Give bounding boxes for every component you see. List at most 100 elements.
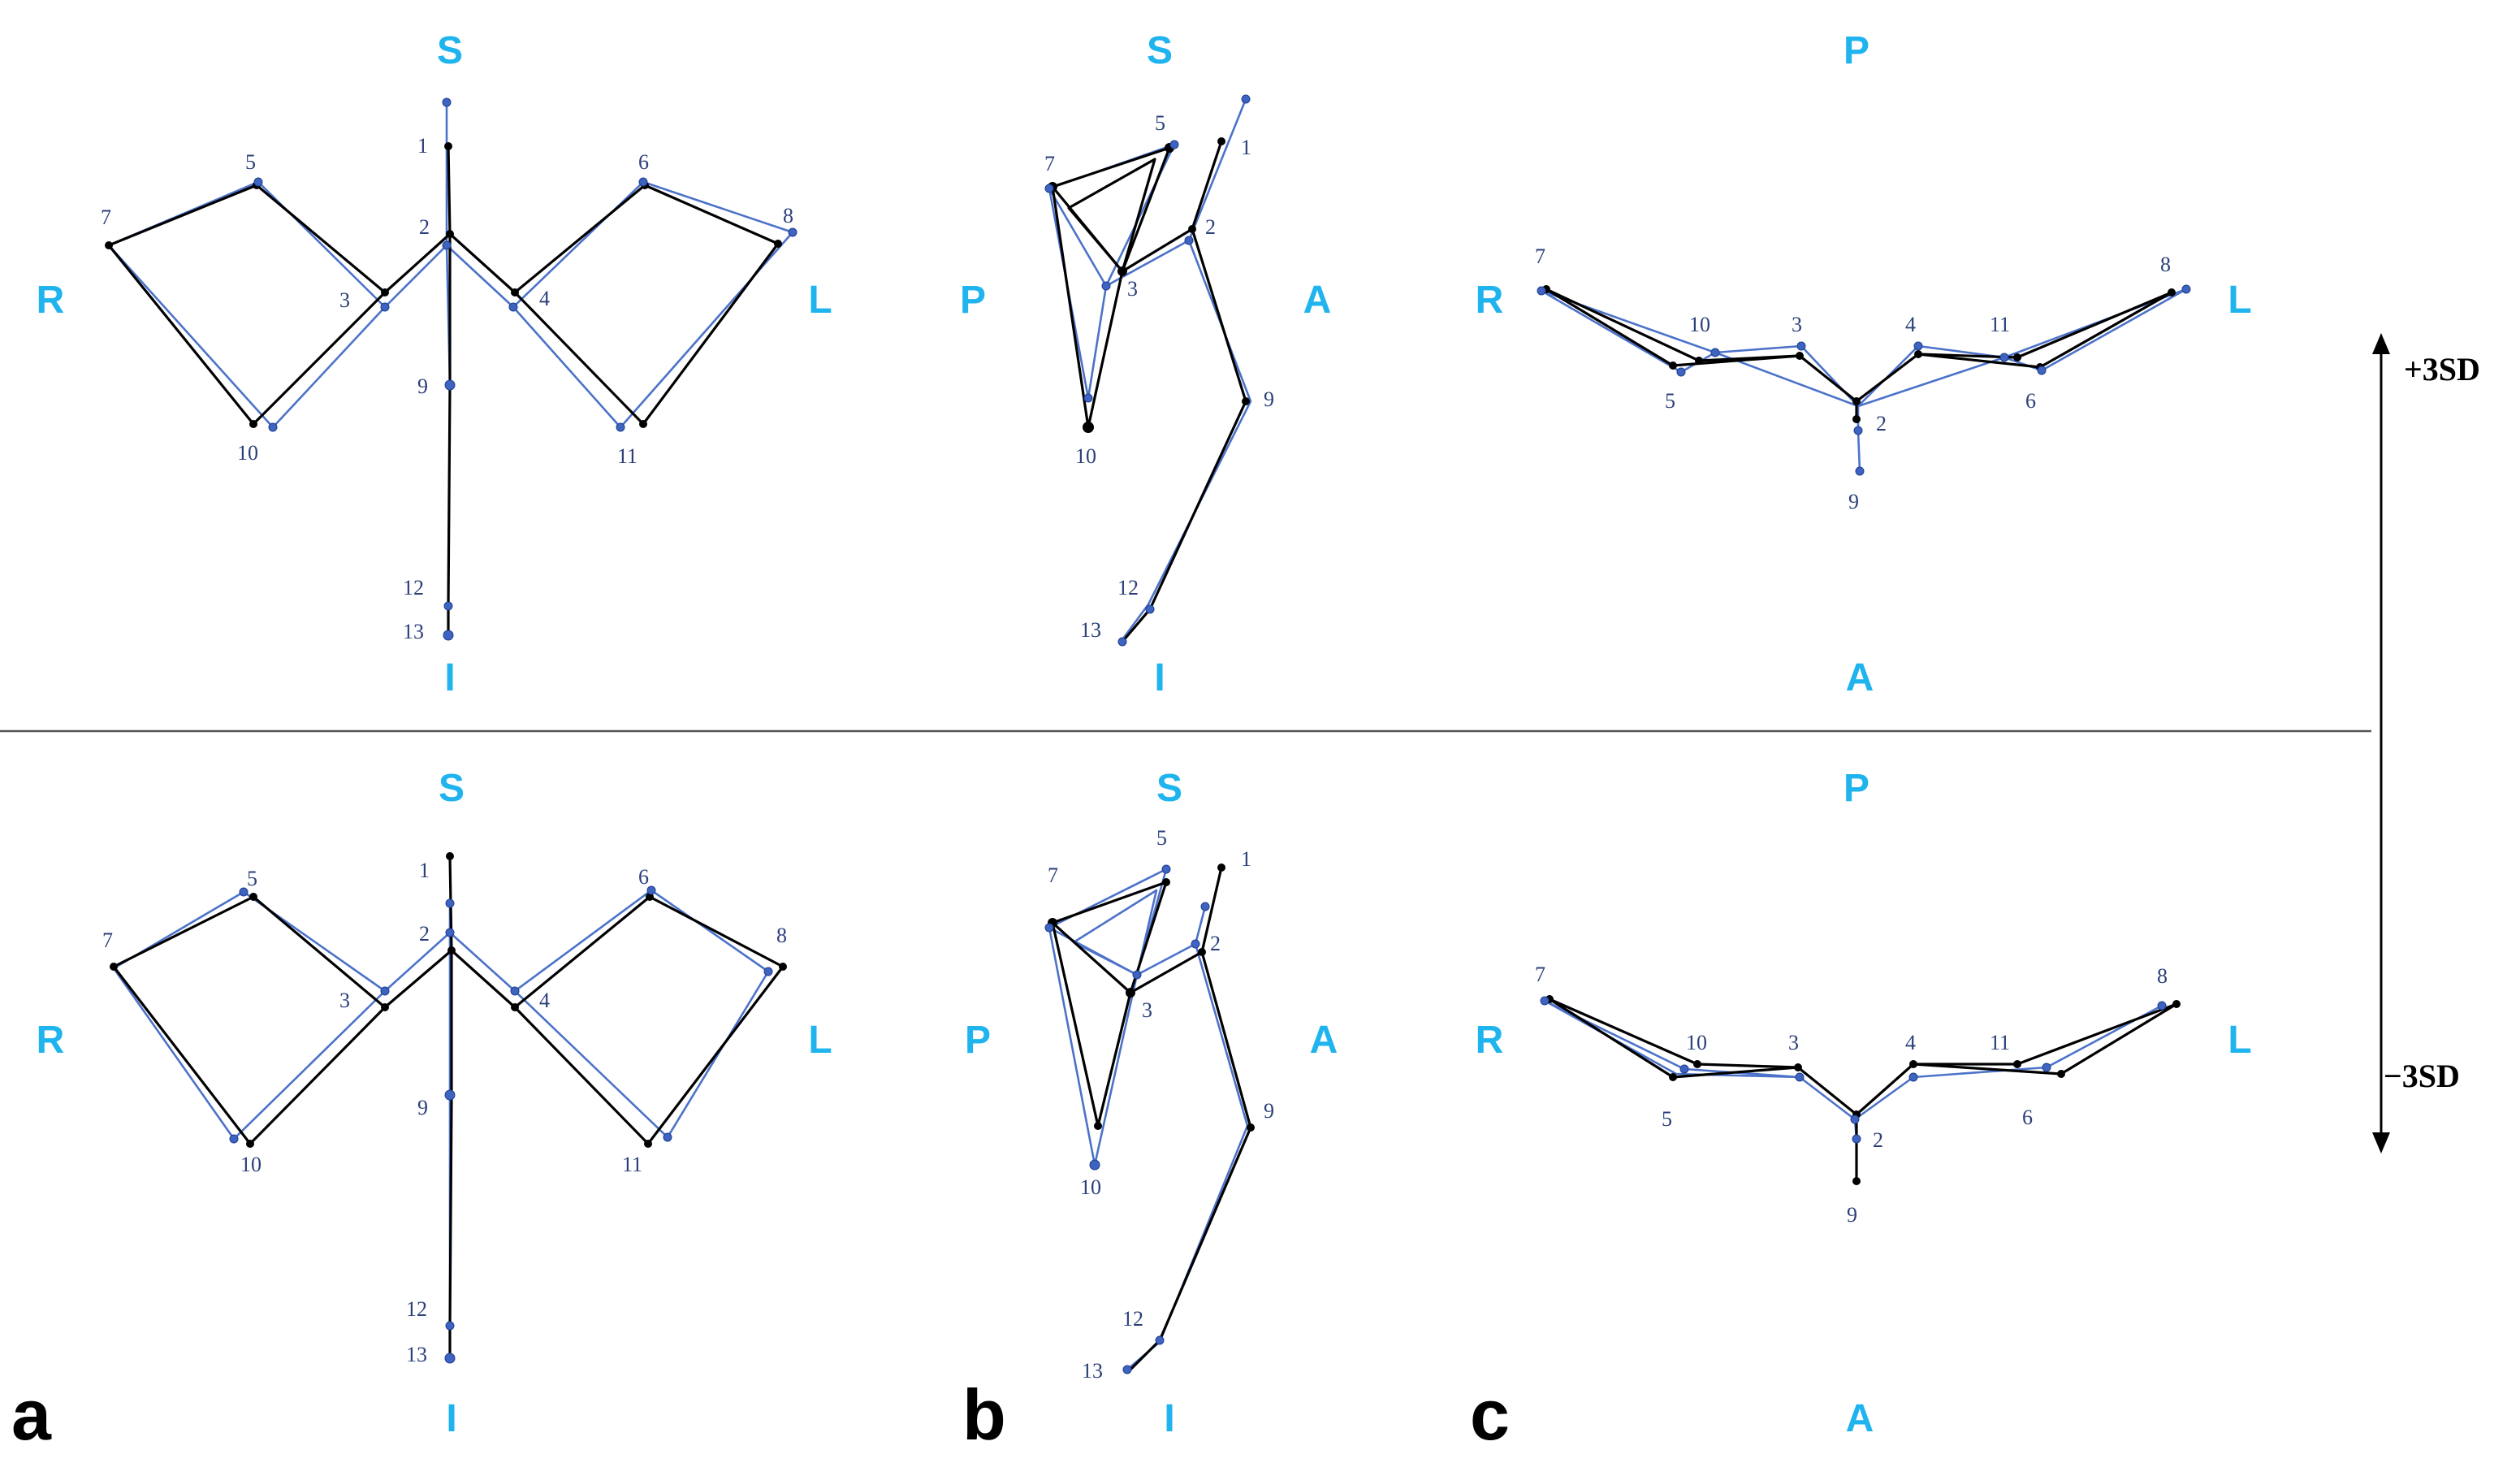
landmark-dot bbox=[1117, 637, 1127, 647]
landmark-dot bbox=[444, 379, 456, 391]
landmark-label: 8 bbox=[2157, 964, 2168, 988]
landmark-dot bbox=[1540, 996, 1550, 1006]
landmark-label: 10 bbox=[1075, 444, 1096, 468]
landmark-dot bbox=[1999, 353, 2009, 362]
landmark-dot bbox=[1852, 1177, 1861, 1185]
landmark-dot bbox=[1909, 1060, 1917, 1068]
landmark-dot bbox=[646, 885, 656, 895]
landmark-label: 10 bbox=[237, 441, 258, 465]
blue-shape bbox=[449, 889, 770, 1139]
landmark-label: 2 bbox=[419, 215, 430, 239]
landmark-dot bbox=[1669, 361, 1677, 370]
scale-arrow-down-head bbox=[2372, 1132, 2390, 1154]
landmark-dot bbox=[1191, 939, 1200, 949]
panel-a-bottom: S I R L bbox=[37, 767, 832, 1440]
label-left: L bbox=[808, 1019, 832, 1062]
black-midline bbox=[1121, 141, 1247, 643]
landmark-label: 13 bbox=[1080, 618, 1101, 642]
landmark-label: 8 bbox=[2160, 253, 2171, 276]
panel-label-b: b bbox=[962, 1374, 1006, 1455]
black-shape bbox=[107, 184, 452, 426]
landmark-dot bbox=[2013, 1060, 2021, 1068]
landmark-dot bbox=[1198, 948, 1206, 956]
landmark-label: 12 bbox=[1122, 1307, 1143, 1331]
landmark-label: 12 bbox=[406, 1297, 427, 1321]
minus-3sd-label: −3SD bbox=[2384, 1058, 2460, 1094]
landmark-dot bbox=[508, 302, 518, 312]
landmark-dot bbox=[1676, 367, 1686, 377]
label-anterior: A bbox=[1846, 1397, 1874, 1440]
landmark-dot bbox=[381, 1003, 389, 1011]
blue-shape bbox=[1048, 868, 1196, 1167]
label-superior: S bbox=[1147, 29, 1173, 72]
landmark-dot bbox=[1855, 466, 1865, 476]
landmark-label: 13 bbox=[406, 1343, 427, 1366]
blue-shape bbox=[1072, 889, 1158, 976]
landmark-dot bbox=[763, 967, 773, 976]
landmark-label: 5 bbox=[247, 867, 257, 890]
label-posterior: P bbox=[1844, 29, 1869, 72]
label-right: R bbox=[1476, 279, 1504, 322]
landmark-dot bbox=[1117, 266, 1127, 276]
black-shape bbox=[1067, 158, 1156, 273]
landmark-dot bbox=[443, 601, 453, 611]
landmark-dot bbox=[1188, 225, 1196, 233]
blue-shape bbox=[1544, 999, 2163, 1121]
landmark-label: 9 bbox=[1847, 1203, 1857, 1227]
label-right: R bbox=[37, 279, 65, 322]
landmark-label: 9 bbox=[1264, 1099, 1274, 1123]
landmark-label: 9 bbox=[1848, 490, 1859, 513]
landmark-label: 2 bbox=[419, 922, 430, 946]
landmark-label: 11 bbox=[1990, 1031, 2010, 1054]
landmark-dot bbox=[646, 893, 654, 901]
landmark-label: 12 bbox=[1117, 576, 1139, 599]
label-superior: S bbox=[1156, 767, 1182, 810]
landmark-dot bbox=[1852, 1134, 1861, 1144]
landmark-label: 4 bbox=[539, 287, 550, 310]
landmark-label: 2 bbox=[1873, 1128, 1883, 1152]
landmark-dot bbox=[1795, 1072, 1805, 1082]
landmark-label: 5 bbox=[1662, 1107, 1672, 1131]
landmark-dot bbox=[510, 986, 520, 996]
landmark-dot bbox=[380, 986, 390, 996]
label-anterior: A bbox=[1846, 656, 1874, 699]
landmark-label: 6 bbox=[638, 150, 649, 174]
landmark-label: 10 bbox=[1080, 1175, 1101, 1199]
landmark-label: 13 bbox=[1082, 1359, 1103, 1383]
landmark-dot bbox=[1122, 1365, 1132, 1374]
landmark-dot bbox=[1094, 1122, 1102, 1130]
landmark-label: 9 bbox=[1264, 387, 1274, 411]
landmark-dot bbox=[1852, 397, 1861, 405]
landmark-label: 13 bbox=[403, 620, 424, 643]
landmark-label: 3 bbox=[1127, 277, 1138, 301]
landmark-dot bbox=[1908, 1072, 1918, 1082]
landmark-label: 9 bbox=[417, 1096, 428, 1119]
blue-shape bbox=[107, 180, 447, 429]
panel-c-bottom: P A R L 2 bbox=[1476, 767, 2252, 1440]
black-shape bbox=[1051, 881, 1203, 1128]
landmark-dot bbox=[380, 302, 390, 312]
landmark-label: 7 bbox=[102, 928, 113, 952]
landmark-dot bbox=[239, 887, 249, 897]
landmark-dot bbox=[1083, 393, 1093, 403]
landmark-dot bbox=[1241, 94, 1251, 104]
landmark-dot bbox=[2157, 1001, 2167, 1011]
landmark-dot bbox=[445, 898, 455, 908]
landmark-dot bbox=[1850, 1115, 1860, 1124]
landmark-dot bbox=[1083, 422, 1094, 433]
landmark-dot bbox=[1796, 352, 1804, 360]
landmark-dot bbox=[1044, 923, 1054, 933]
label-posterior: P bbox=[965, 1019, 991, 1062]
landmark-dot bbox=[1155, 1335, 1165, 1345]
landmark-label: 10 bbox=[240, 1153, 262, 1176]
landmark-dot bbox=[1853, 426, 1863, 435]
landmark-dot bbox=[779, 963, 787, 971]
landmark-dot bbox=[1089, 1159, 1100, 1171]
label-anterior: A bbox=[1303, 279, 1332, 322]
panel-a-top: S I R L bbox=[37, 29, 832, 699]
landmark-label: 1 bbox=[1241, 847, 1251, 871]
panel-label-c: c bbox=[1470, 1374, 1510, 1455]
label-right: R bbox=[1476, 1019, 1504, 1062]
landmark-label: 3 bbox=[1792, 313, 1802, 336]
